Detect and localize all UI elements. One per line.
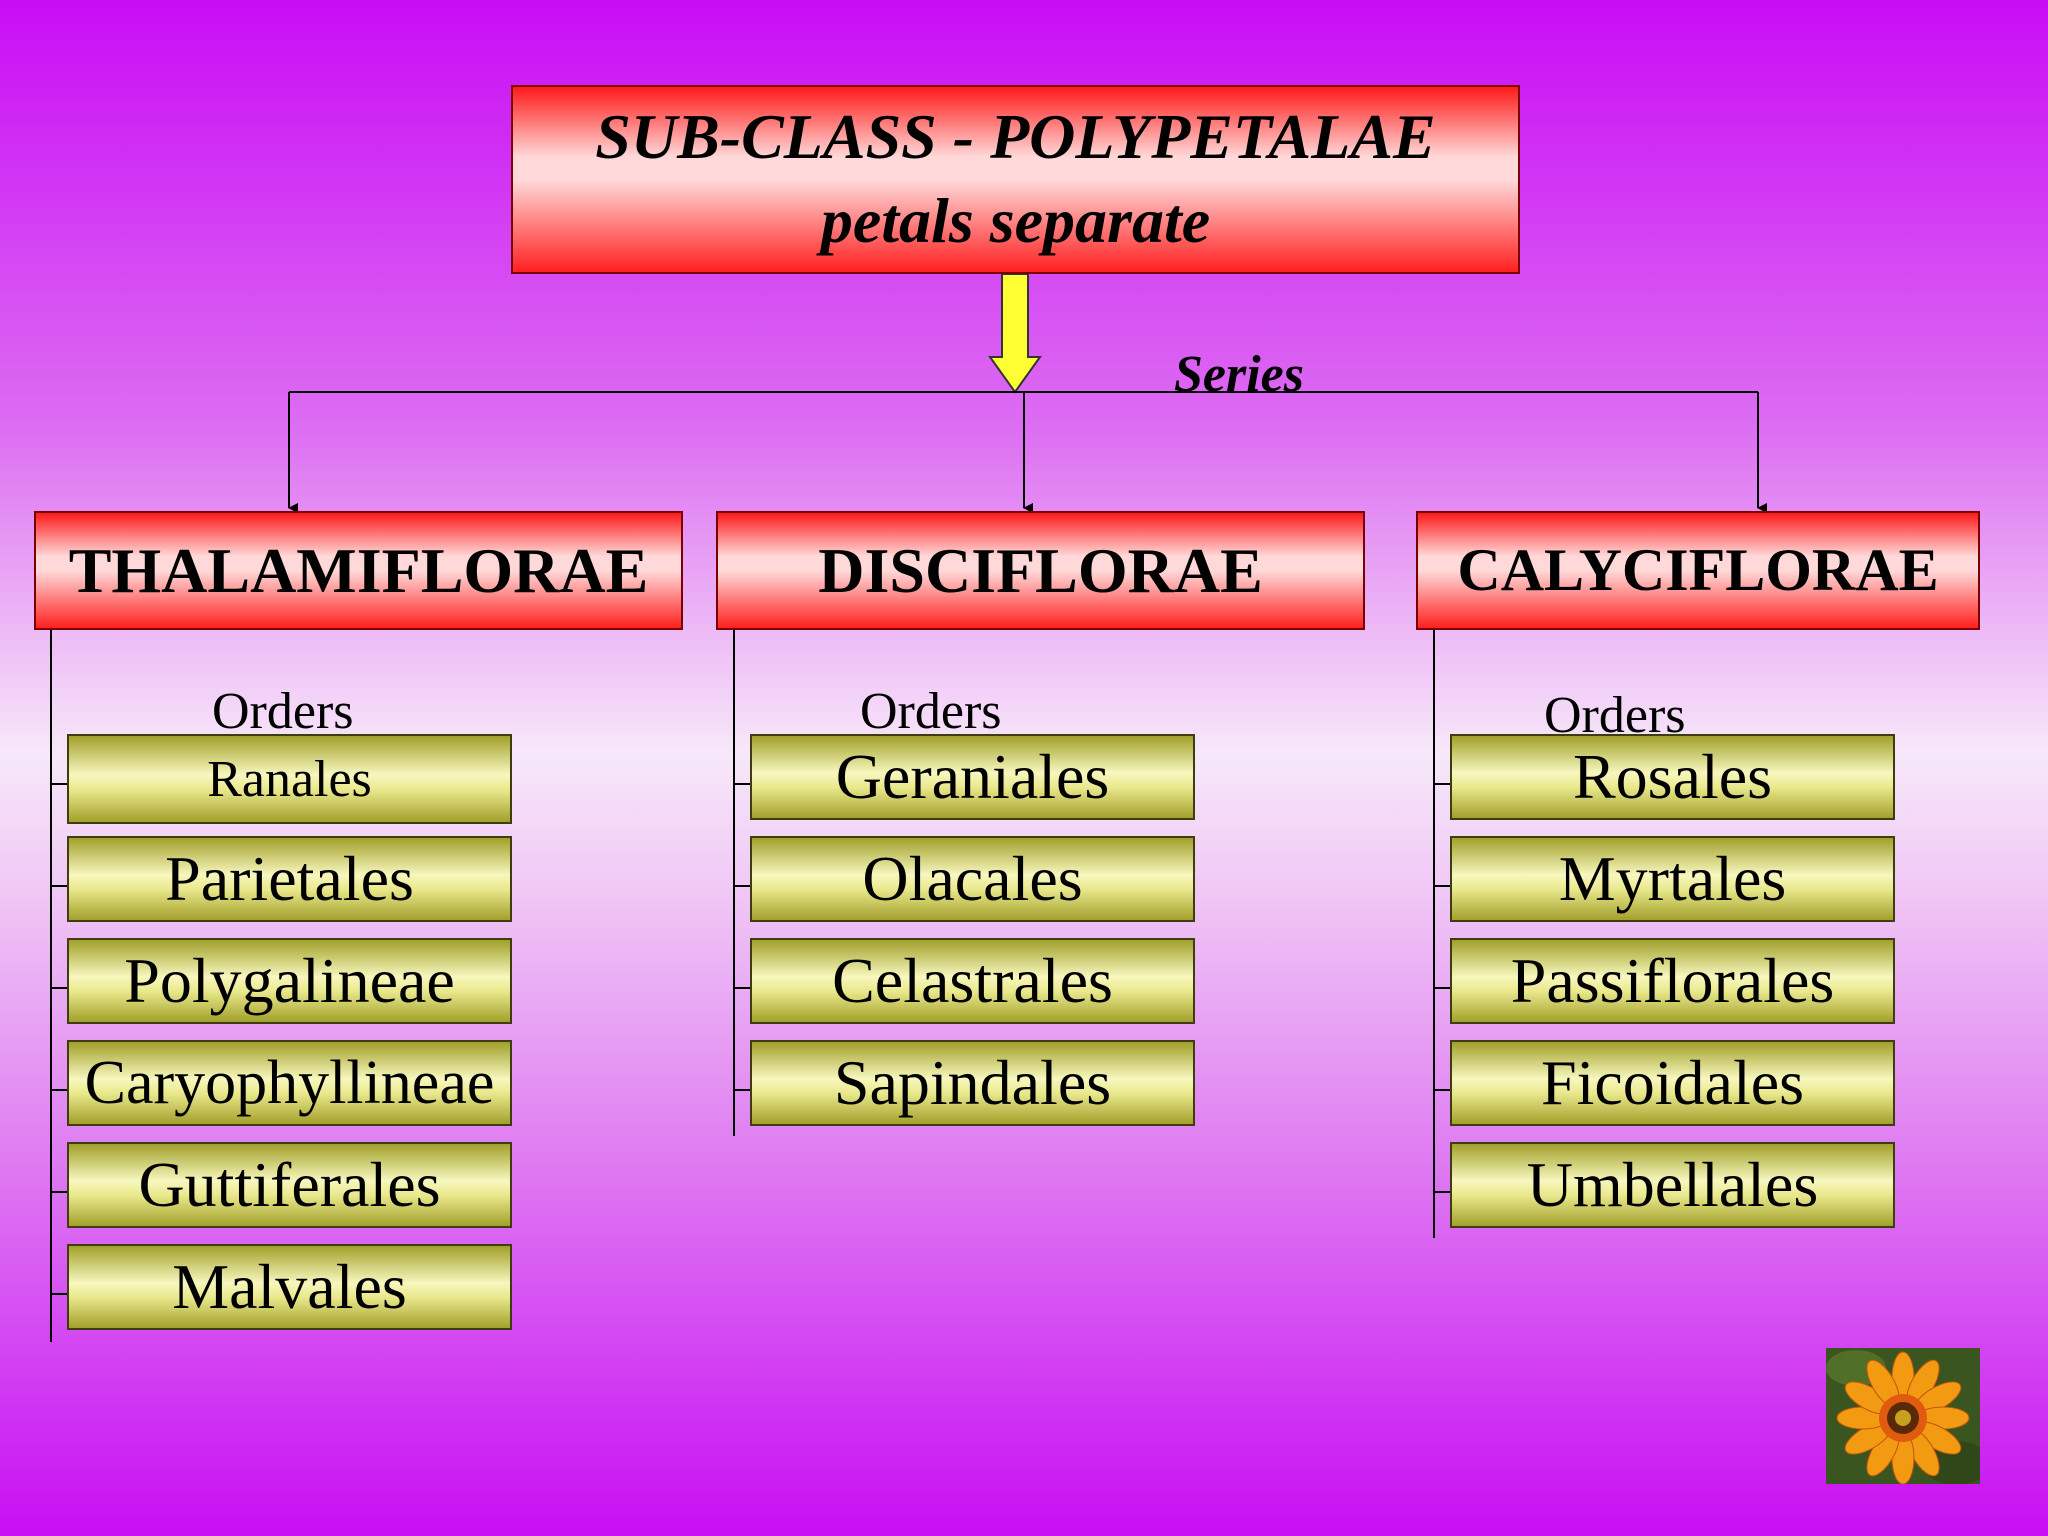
series-name: DISCIFLORAE <box>818 534 1263 606</box>
order-name: Ficoidales <box>1540 1047 1805 1118</box>
orders-label: Orders <box>860 683 1002 740</box>
subclass-title: SUB-CLASS - POLYPETALAE <box>595 101 1436 172</box>
order-name: Ranales <box>207 750 372 808</box>
series-name: THALAMIFLORAE <box>68 534 649 606</box>
order-box: Passiflorales <box>1450 938 1895 1024</box>
series-label: Series <box>1174 346 1304 403</box>
order-name: Umbellales <box>1526 1149 1819 1220</box>
order-name: Parietales <box>165 843 414 914</box>
thalamiflorae-ticks <box>51 783 68 1295</box>
order-box: Caryophyllineae <box>67 1040 512 1126</box>
order-name: Geraniales <box>835 741 1110 812</box>
orders-label: Orders <box>212 683 354 740</box>
series-thalamiflorae: THALAMIFLORAE <box>34 511 683 630</box>
subclass-subtitle: petals separate <box>820 185 1211 256</box>
order-name: Celastrales <box>832 945 1113 1016</box>
disciflorae-ticks <box>734 783 751 1091</box>
order-box: Myrtales <box>1450 836 1895 922</box>
order-name: Guttiferales <box>138 1149 441 1220</box>
series-disciflorae: DISCIFLORAE <box>716 511 1365 630</box>
order-box: Rosales <box>1450 734 1895 820</box>
calyciflorae-ticks <box>1434 783 1451 1193</box>
order-name: Polygalineae <box>124 945 455 1016</box>
yellow-down-arrow <box>988 273 1042 394</box>
order-name: Malvales <box>172 1251 407 1322</box>
order-name: Sapindales <box>833 1047 1112 1118</box>
order-box: Ficoidales <box>1450 1040 1895 1126</box>
series-name: CALYCIFLORAE <box>1457 537 1939 603</box>
order-name: Caryophyllineae <box>84 1048 495 1117</box>
flower-icon <box>1826 1348 1980 1484</box>
order-box: Sapindales <box>750 1040 1195 1126</box>
order-box: Guttiferales <box>67 1142 512 1228</box>
order-box: Polygalineae <box>67 938 512 1024</box>
order-box: Umbellales <box>1450 1142 1895 1228</box>
series-calyciflorae: CALYCIFLORAE <box>1416 511 1980 630</box>
order-name: Rosales <box>1572 741 1773 812</box>
flower-image <box>1826 1348 1980 1484</box>
order-box: Ranales <box>67 734 512 824</box>
order-box: Celastrales <box>750 938 1195 1024</box>
order-box: Parietales <box>67 836 512 922</box>
subclass-title-box: SUB-CLASS - POLYPETALAE petals separate <box>511 85 1520 274</box>
order-name: Myrtales <box>1558 843 1787 914</box>
order-box: Geraniales <box>750 734 1195 820</box>
order-name: Passiflorales <box>1510 945 1835 1016</box>
order-name: Olacales <box>862 843 1083 914</box>
order-box: Malvales <box>67 1244 512 1330</box>
order-box: Olacales <box>750 836 1195 922</box>
